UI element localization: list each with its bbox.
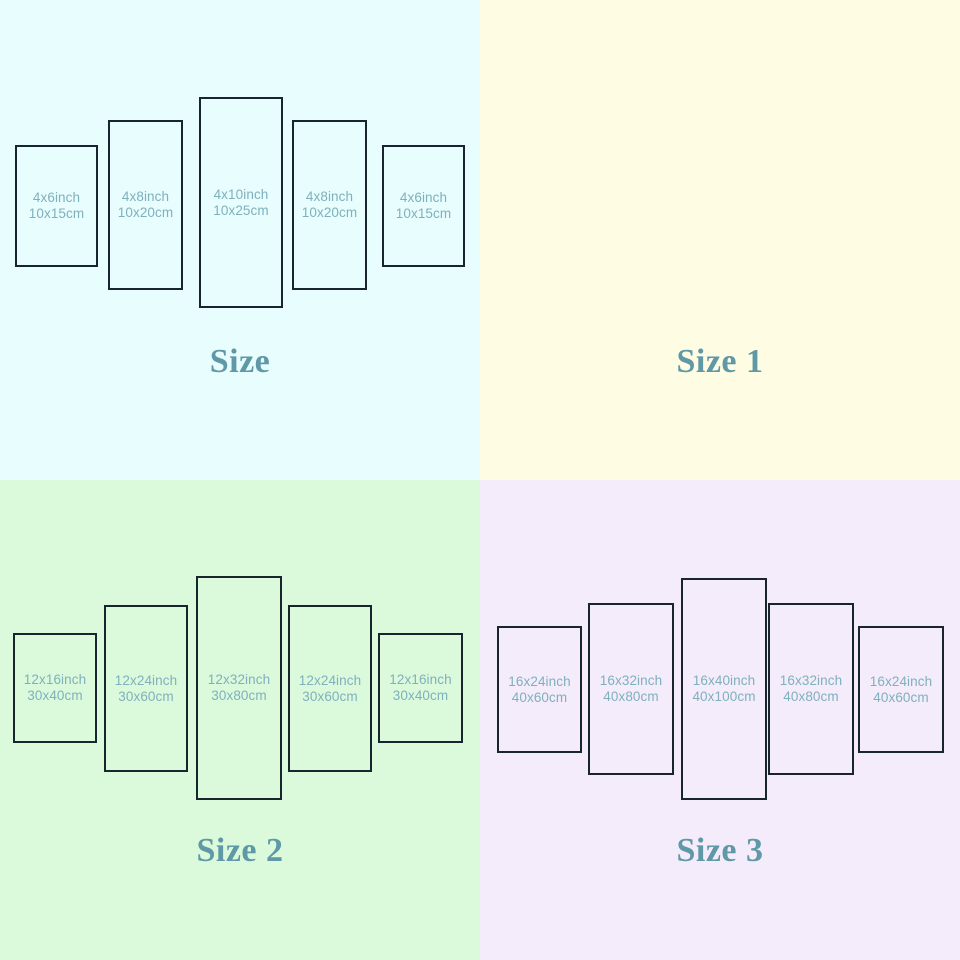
size-panel-inch: 16x32inch (599, 673, 663, 689)
size-panel-inch: 16x24inch (869, 673, 933, 689)
size-panel-cm: 40x80cm (603, 689, 659, 704)
size-panel-inch: 12x24inch (114, 672, 178, 688)
size-panel-inch: 4x8inch (305, 189, 354, 205)
size-panel-inch: 12x24inch (298, 672, 362, 688)
size-panel-cm: 30x60cm (118, 688, 174, 704)
size-panel-inch: 4x10inch (213, 186, 269, 202)
size-panel-inch: 16x32inch (779, 673, 843, 689)
size-panel-cm: 40x60cm (873, 689, 929, 705)
size-panel-inch: 4x6inch (32, 190, 81, 206)
size-panel-cm: 10x15cm (28, 206, 85, 221)
size-panel-cm: 10x20cm (301, 205, 358, 220)
size-panel-cm: 30x40cm (27, 688, 83, 703)
size-panel-inch: 4x8inch (121, 189, 170, 205)
size-panel-cm: 40x60cm (511, 689, 568, 705)
quadrant-title-size-1: Size 1 (676, 343, 764, 380)
size-panel-cm: 30x80cm (211, 688, 267, 703)
size-panel-inch: 16x24inch (508, 673, 571, 689)
quadrant-title-size-3: Size 3 (676, 832, 764, 869)
quadrant-title-size-2: Size 2 (196, 832, 284, 869)
size-panel-inch: 4x6inch (399, 190, 448, 206)
size-panel-inch: 16x40inch (692, 673, 756, 689)
size-panel-inch: 12x16inch (23, 672, 87, 688)
panel-group-size-1: 8x14inch20x35cm8x18inch20x45cm8x22inch20… (480, 0, 960, 480)
size-panel-inch: 12x32inch (207, 672, 271, 688)
size-panel-cm: 40x80cm (783, 689, 839, 704)
size-panel-cm: 30x40cm (392, 688, 449, 703)
size-panel-cm: 10x15cm (395, 206, 452, 221)
size-panel-cm: 10x20cm (117, 205, 174, 220)
quadrant-size-1: 8x14inch20x35cm8x18inch20x45cm8x22inch20… (480, 0, 960, 480)
size-panel-cm: 10x25cm (213, 202, 269, 218)
size-panel-cm: 40x100cm (692, 689, 756, 704)
size-panel-cm: 30x60cm (302, 688, 358, 704)
quadrant-title-size: Size (209, 343, 271, 380)
size-panel-inch: 12x16inch (389, 672, 452, 688)
